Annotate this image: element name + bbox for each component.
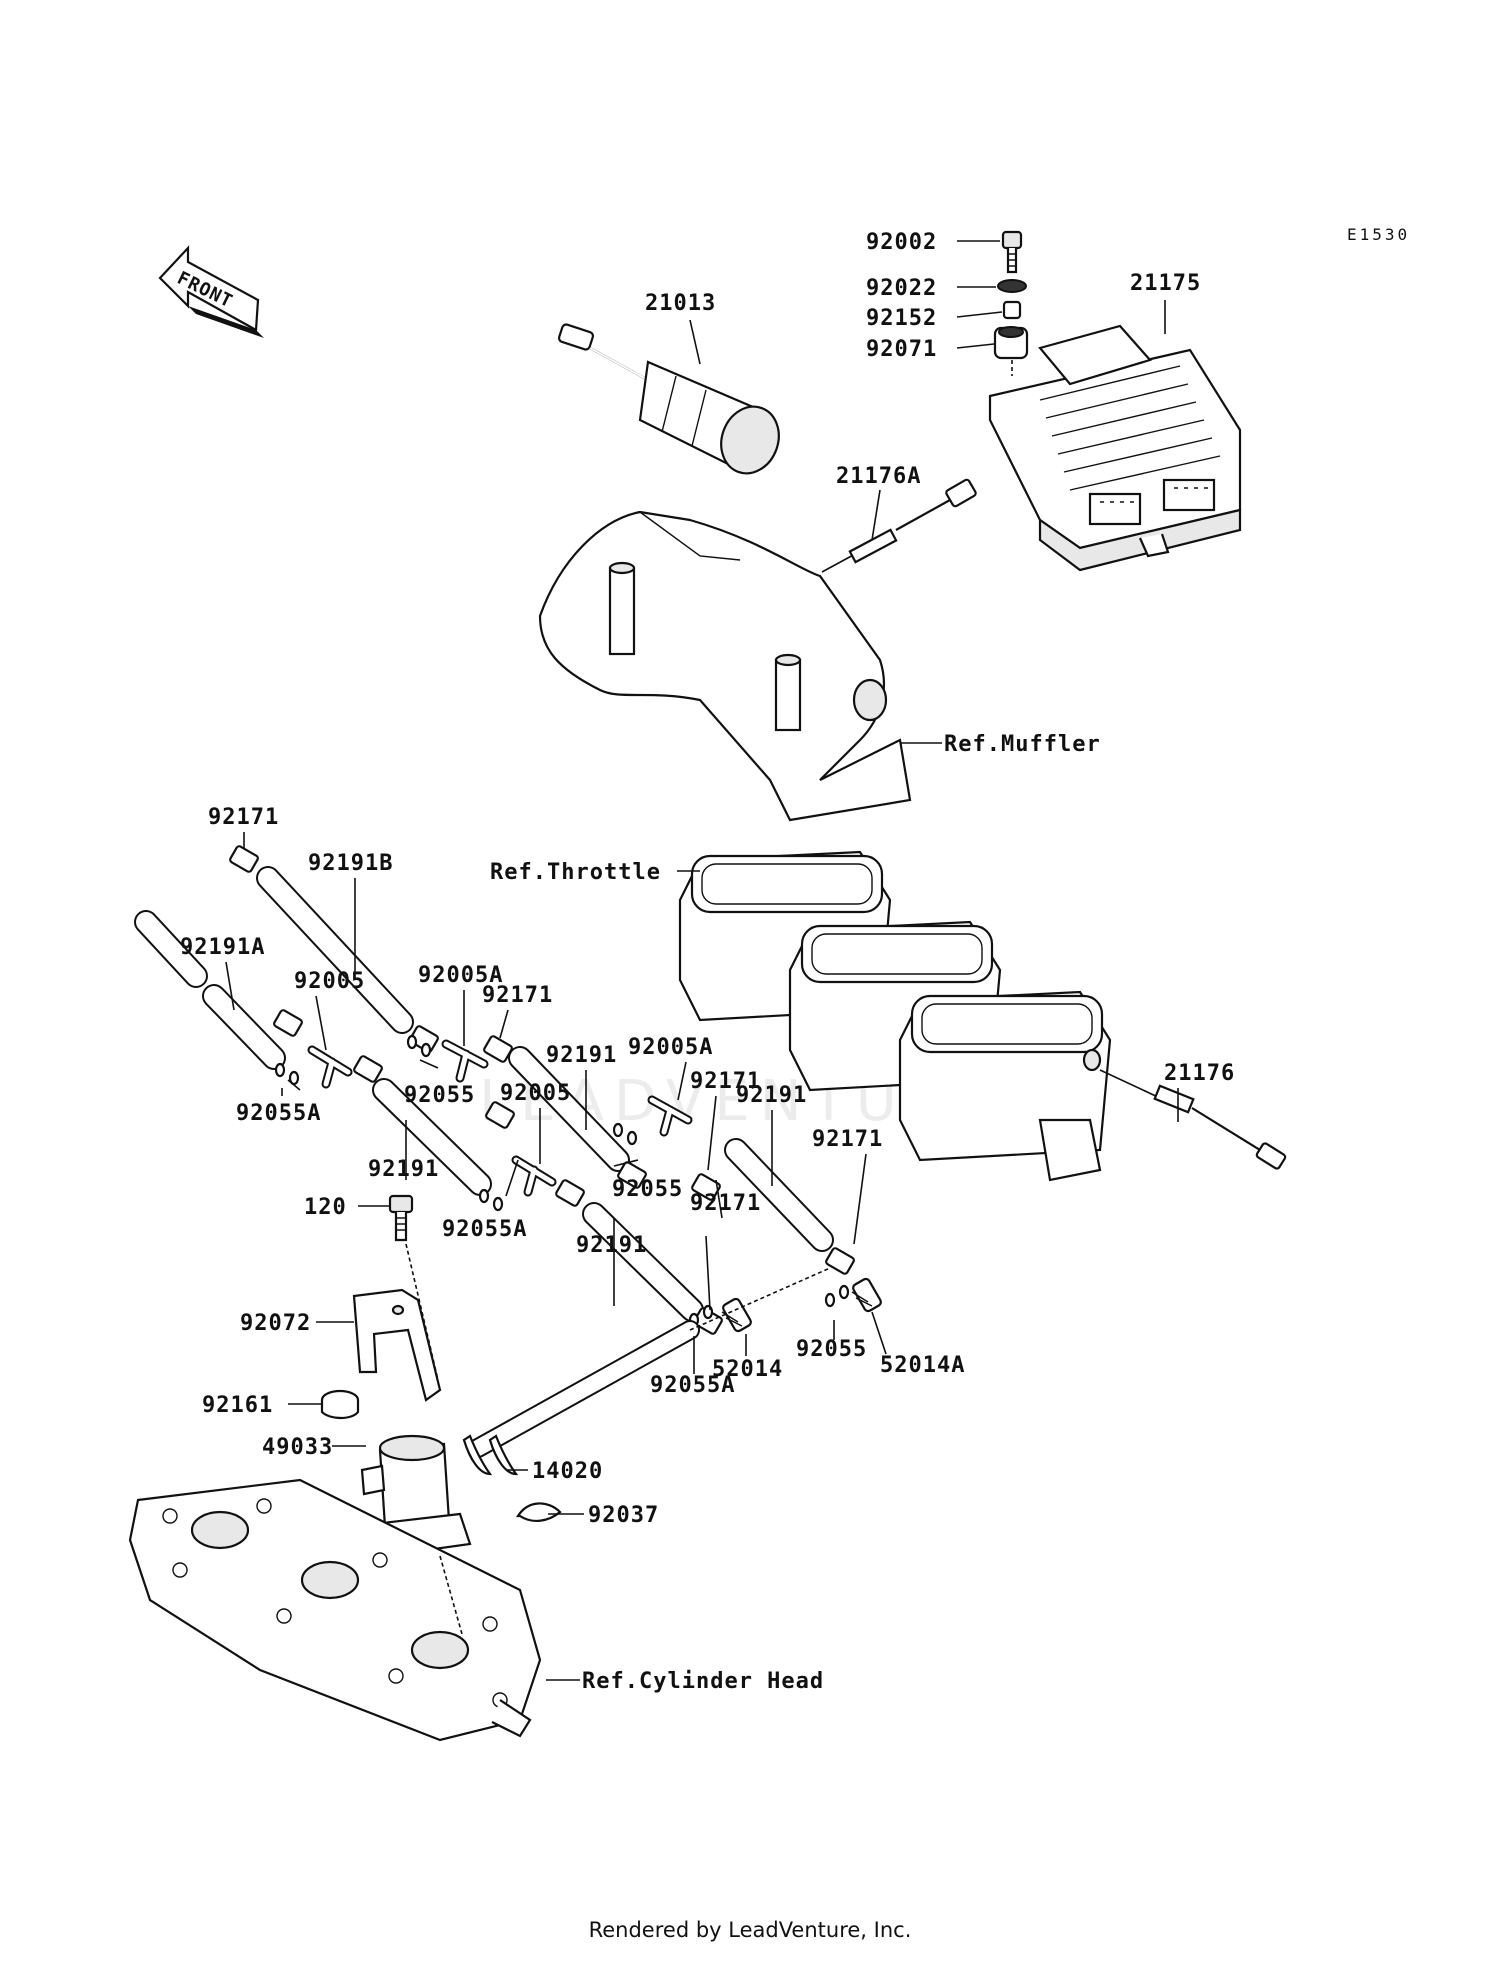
label-92055A-a: 92055A [236,1101,321,1126]
footer-credit: Rendered by LeadVenture, Inc. [588,1918,912,1942]
clip-92037 [516,1502,562,1522]
leader-lines [225,240,1179,1681]
hose-92191-b [372,1078,492,1196]
collar-92152 [1002,300,1022,320]
label-92005A-b: 92005A [628,1035,713,1060]
clips-14020 [462,1434,519,1476]
label-21175: 21175 [1130,271,1201,296]
sensor-21176A [821,478,977,573]
label-92005-a: 92005 [294,969,365,994]
bolt-120 [388,1194,414,1242]
elbow-52014A [851,1277,882,1313]
label-92191-a: 92191 [546,1043,617,1068]
label-92072: 92072 [240,1311,311,1336]
hose-92191-a [508,1046,630,1172]
label-ref-cylinder-head: Ref.Cylinder Head [582,1669,824,1694]
washer-92022 [997,279,1027,293]
label-92191-d: 92191 [576,1233,647,1258]
label-92191A: 92191A [180,935,265,960]
label-21176A: 21176A [836,464,921,489]
label-92005-b: 92005 [500,1081,571,1106]
ignition-coil-21013 [557,323,780,475]
label-92037: 92037 [588,1503,659,1528]
label-92022: 92022 [866,276,937,301]
label-21013: 21013 [645,291,716,316]
label-92071: 92071 [866,337,937,362]
throttle-body-ref [678,850,1112,1182]
label-14020: 14020 [532,1459,603,1484]
label-52014A: 52014A [880,1353,965,1378]
label-ref-throttle: Ref.Throttle [490,860,661,885]
clamps-92171 [229,845,855,1335]
label-49033: 49033 [262,1435,333,1460]
label-92171-e: 92171 [690,1191,761,1216]
label-92191B: 92191B [308,851,393,876]
sensor-21176 [1099,1069,1287,1170]
label-92191-b: 92191 [736,1083,807,1108]
bolt-92002 [1001,230,1023,274]
diagram-code: E1530 [1347,225,1410,244]
label-92005A-a: 92005A [418,963,503,988]
label-52014: 52014 [712,1357,783,1382]
hose-92191A [134,910,286,1070]
label-92055-c: 92055 [796,1337,867,1362]
hose-92191-c [724,1138,834,1252]
front-arrow-icon: FRONT [158,245,264,338]
label-92161: 92161 [202,1393,273,1418]
label-92002: 92002 [866,230,937,255]
hose-92191-d [582,1202,704,1322]
cylinder-head-ref [128,1478,542,1742]
joints-92005 [307,1039,693,1197]
grommet-92071 [993,326,1029,360]
label-92171-a: 92171 [208,805,279,830]
label-92171-d: 92171 [812,1127,883,1152]
label-ref-muffler: Ref.Muffler [944,732,1101,757]
label-120: 120 [304,1195,347,1220]
o-rings-92055 [274,1034,850,1328]
bracket-92072 [352,1288,442,1402]
hose-long [468,1267,831,1458]
label-92171-c: 92171 [690,1069,761,1094]
label-92055A-b: 92055A [442,1217,527,1242]
damper-92161 [320,1389,360,1420]
ecu-21175 [988,324,1242,572]
hose-92191B [256,866,414,1034]
elbow-52014 [721,1297,752,1333]
label-21176: 21176 [1164,1061,1235,1086]
label-92171-b: 92171 [482,983,553,1008]
label-92191-c: 92191 [368,1157,439,1182]
label-92055-b: 92055 [612,1177,683,1202]
part-labels: 92002 92022 92152 92071 21175 21013 2117… [180,230,1235,1694]
label-92055A-c: 92055A [650,1373,735,1398]
label-92055-a: 92055 [404,1083,475,1108]
label-92152: 92152 [866,306,937,331]
muffler-ref [538,510,912,822]
